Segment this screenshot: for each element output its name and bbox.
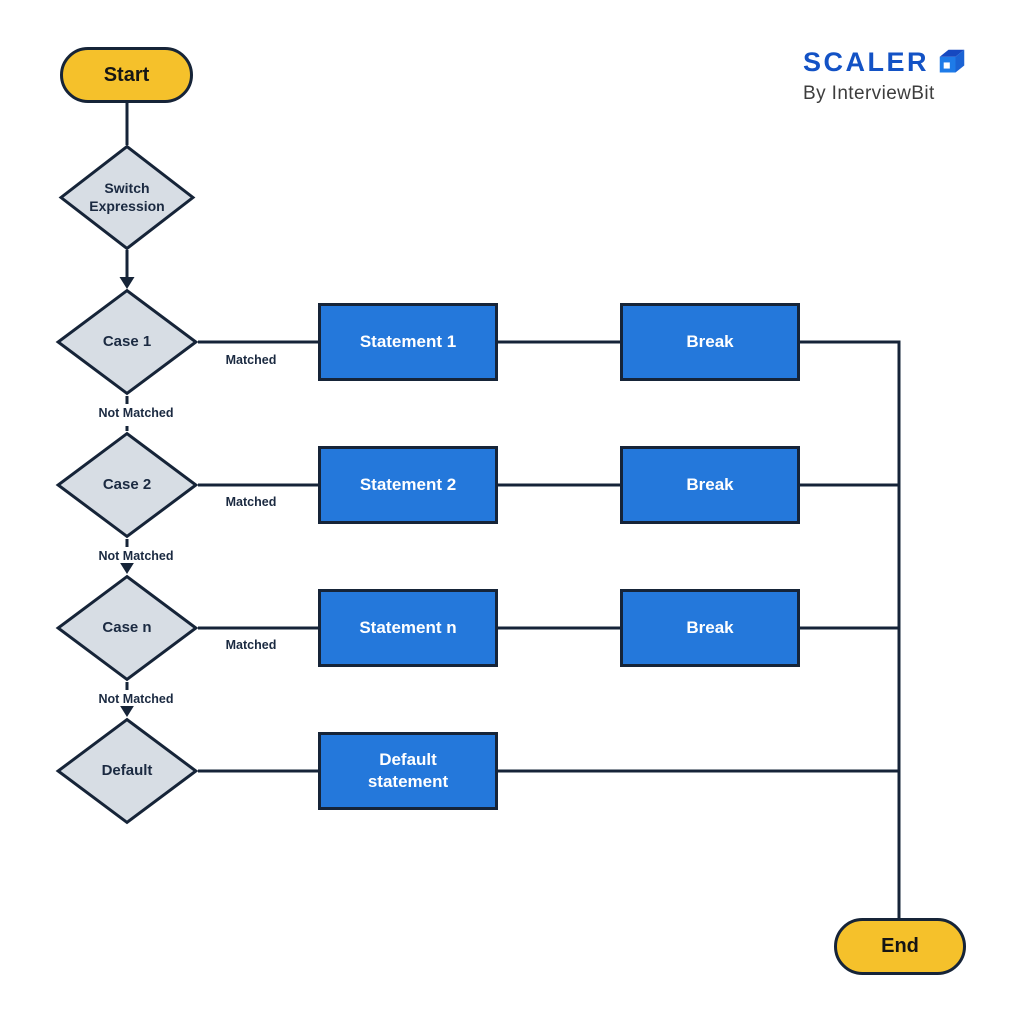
matched-label-row1: Matched — [222, 353, 280, 367]
not-matched-label-2: Not Matched — [95, 549, 177, 563]
case-n-decision: Case n — [56, 575, 198, 681]
break-box-3: Break — [620, 589, 800, 667]
brand-text: SCALER — [803, 46, 930, 77]
case-2-label: Case 2 — [102, 475, 152, 493]
diamond-shape — [56, 718, 198, 824]
case-1-decision: Case 1 — [56, 289, 198, 395]
diamond-shape — [59, 145, 195, 250]
break-2-label: Break — [686, 474, 734, 494]
default-statement-box: Default statement — [318, 732, 498, 810]
statement-2-label: Statement 2 — [359, 474, 457, 494]
case-2-decision: Case 2 — [56, 432, 198, 538]
matched-label-row2: Matched — [222, 495, 280, 509]
scaler-logo: SCALER By InterviewBit — [803, 48, 966, 105]
end-node: End — [834, 918, 966, 975]
not-matched-label-1: Not Matched — [95, 406, 177, 420]
statement-1-label: Statement 1 — [359, 331, 457, 351]
case-n-label: Case n — [102, 618, 152, 636]
diamond-shape — [56, 289, 198, 395]
break-3-label: Break — [686, 617, 734, 637]
switch-expression-decision: Switch Expression — [59, 145, 195, 250]
matched-label-row3: Matched — [222, 638, 280, 652]
switch-expression-label: Switch Expression — [89, 180, 165, 214]
case-1-label: Case 1 — [102, 332, 152, 350]
statement-1-box: Statement 1 — [318, 303, 498, 381]
break-box-2: Break — [620, 446, 800, 524]
diamond-shape — [56, 575, 198, 681]
statement-n-label: Statement n — [359, 617, 457, 637]
break-1-label: Break — [686, 331, 734, 351]
start-node: Start — [60, 47, 193, 103]
default-statement-label: Default statement — [367, 749, 449, 791]
end-label: End — [881, 935, 919, 957]
default-label: Default — [101, 761, 153, 779]
not-matched-label-3: Not Matched — [95, 692, 177, 706]
statement-n-box: Statement n — [318, 589, 498, 667]
diamond-shape — [56, 432, 198, 538]
statement-2-box: Statement 2 — [318, 446, 498, 524]
break-box-1: Break — [620, 303, 800, 381]
scaler-cube-icon — [939, 49, 965, 73]
default-decision: Default — [56, 718, 198, 824]
start-label: Start — [103, 63, 150, 86]
byline-text: By InterviewBit — [803, 83, 935, 104]
